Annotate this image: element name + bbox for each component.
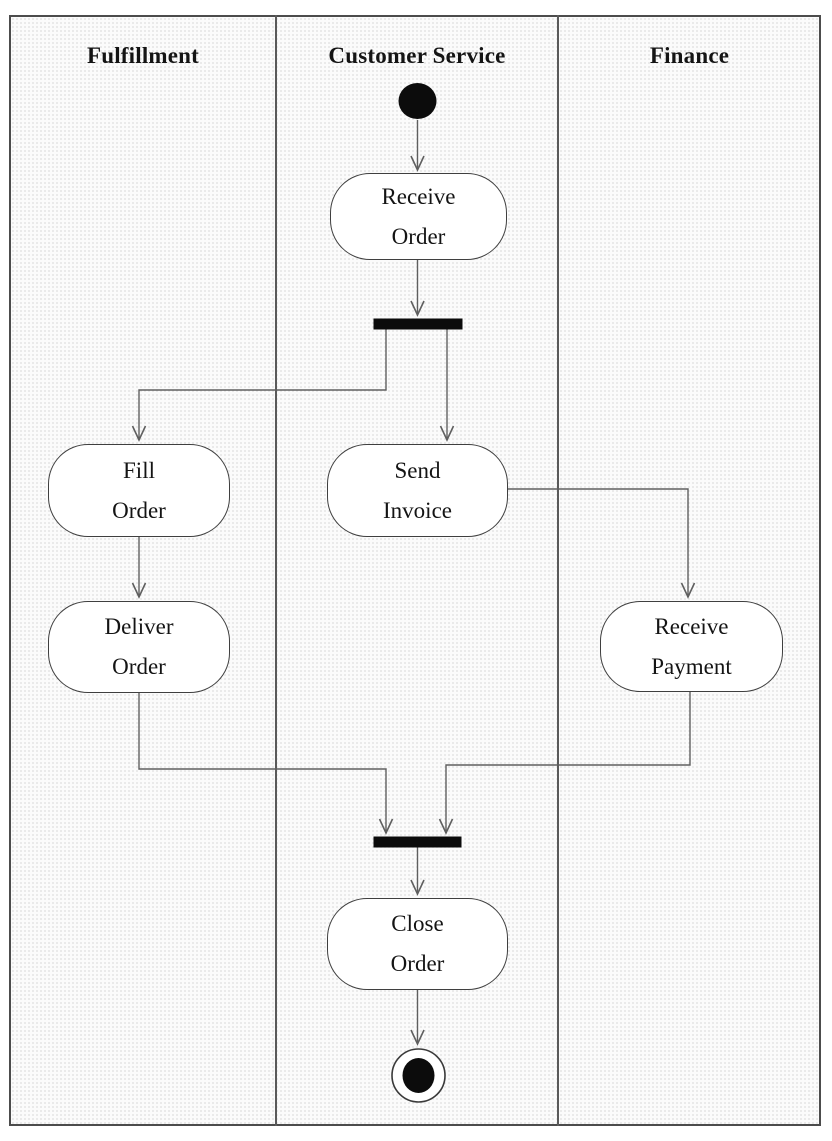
activity-label-line: Order — [391, 223, 446, 249]
lane-divider-2 — [557, 15, 559, 1126]
activity-label-line: Fill — [123, 457, 155, 483]
lane-divider-1 — [275, 15, 277, 1126]
lane-header-customer-service: Customer Service — [328, 43, 506, 68]
edge-fork-to-fill-order — [131, 329, 387, 442]
initial-node-icon — [398, 83, 437, 119]
fork-bar — [373, 318, 463, 330]
activity-fill-order: Fill Order — [48, 444, 230, 537]
edge-send-invoice-to-receive-payment — [508, 488, 696, 599]
lane-header-finance: Finance — [649, 43, 730, 68]
activity-label-line: Receive — [381, 183, 456, 209]
activity-label-line: Order — [390, 951, 445, 976]
join-bar — [373, 836, 462, 848]
edge-deliver-order-to-join — [138, 693, 394, 835]
final-node-icon — [391, 1048, 446, 1103]
activity-label-line: Receive — [654, 613, 729, 639]
edge-receive-payment-to-join — [438, 692, 691, 835]
activity-label-line: Payment — [651, 653, 732, 679]
activity-deliver-order: Deliver Order — [48, 601, 230, 693]
activity-label-line: Close — [391, 911, 444, 936]
activity-receive-payment: Receive Payment — [600, 601, 783, 692]
lane-header-fulfillment: Fulfillment — [86, 43, 200, 68]
activity-label-line: Order — [112, 497, 166, 523]
activity-close-order: Close Order — [327, 898, 508, 990]
activity-send-invoice: Send Invoice — [327, 444, 508, 537]
activity-receive-order: Receive Order — [330, 173, 507, 260]
activity-label-line: Deliver — [104, 614, 174, 639]
activity-label-line: Send — [394, 457, 441, 483]
activity-label-line: Order — [112, 654, 166, 679]
activity-label-line: Invoice — [383, 497, 452, 523]
